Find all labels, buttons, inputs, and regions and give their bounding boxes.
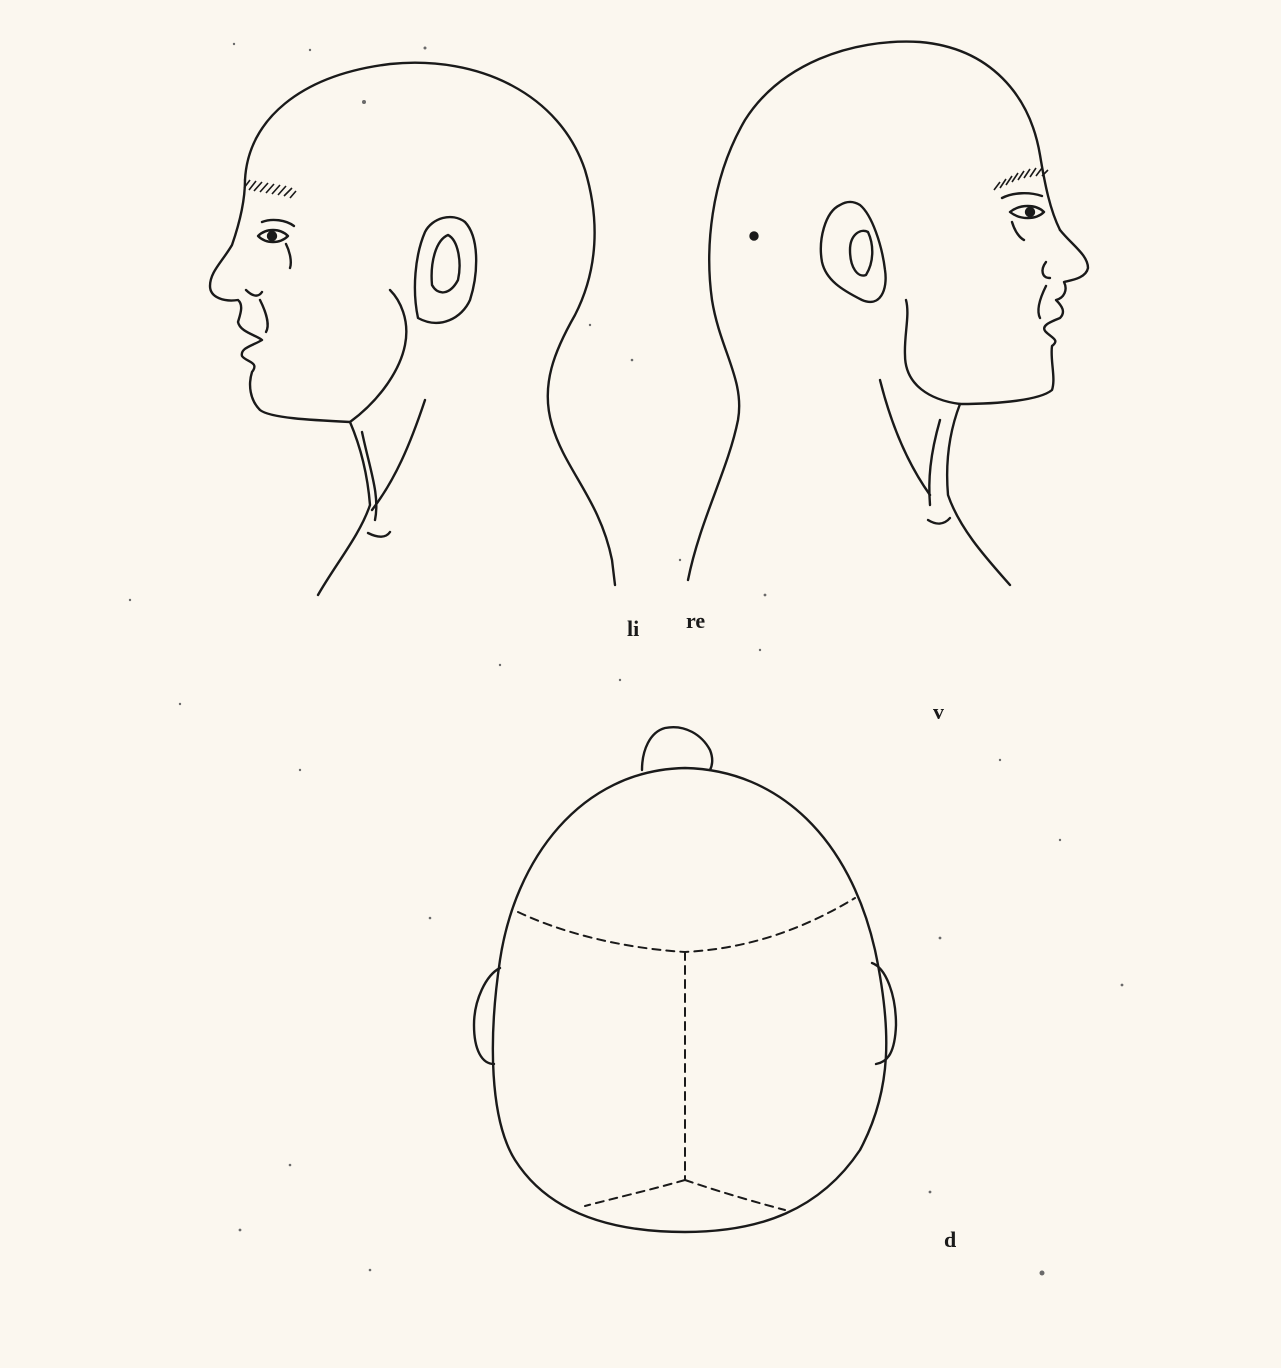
paper-specks — [129, 43, 1124, 1276]
label-vertex: v — [933, 699, 944, 725]
skull-outline — [493, 768, 886, 1232]
lambdoid-suture-left — [585, 1180, 685, 1206]
nose-outline — [642, 727, 712, 770]
head-left-profile — [210, 63, 615, 595]
right-eyebrow-hatching — [994, 168, 1048, 190]
lambdoid-suture-right — [685, 1180, 785, 1210]
label-right: re — [686, 608, 705, 634]
label-dorsal: d — [944, 1227, 956, 1253]
coronal-suture — [518, 898, 855, 952]
head-right-profile — [688, 42, 1088, 585]
left-eyebrow-hatching — [244, 180, 296, 198]
label-left: li — [627, 616, 639, 642]
suture-lines — [518, 898, 855, 1210]
